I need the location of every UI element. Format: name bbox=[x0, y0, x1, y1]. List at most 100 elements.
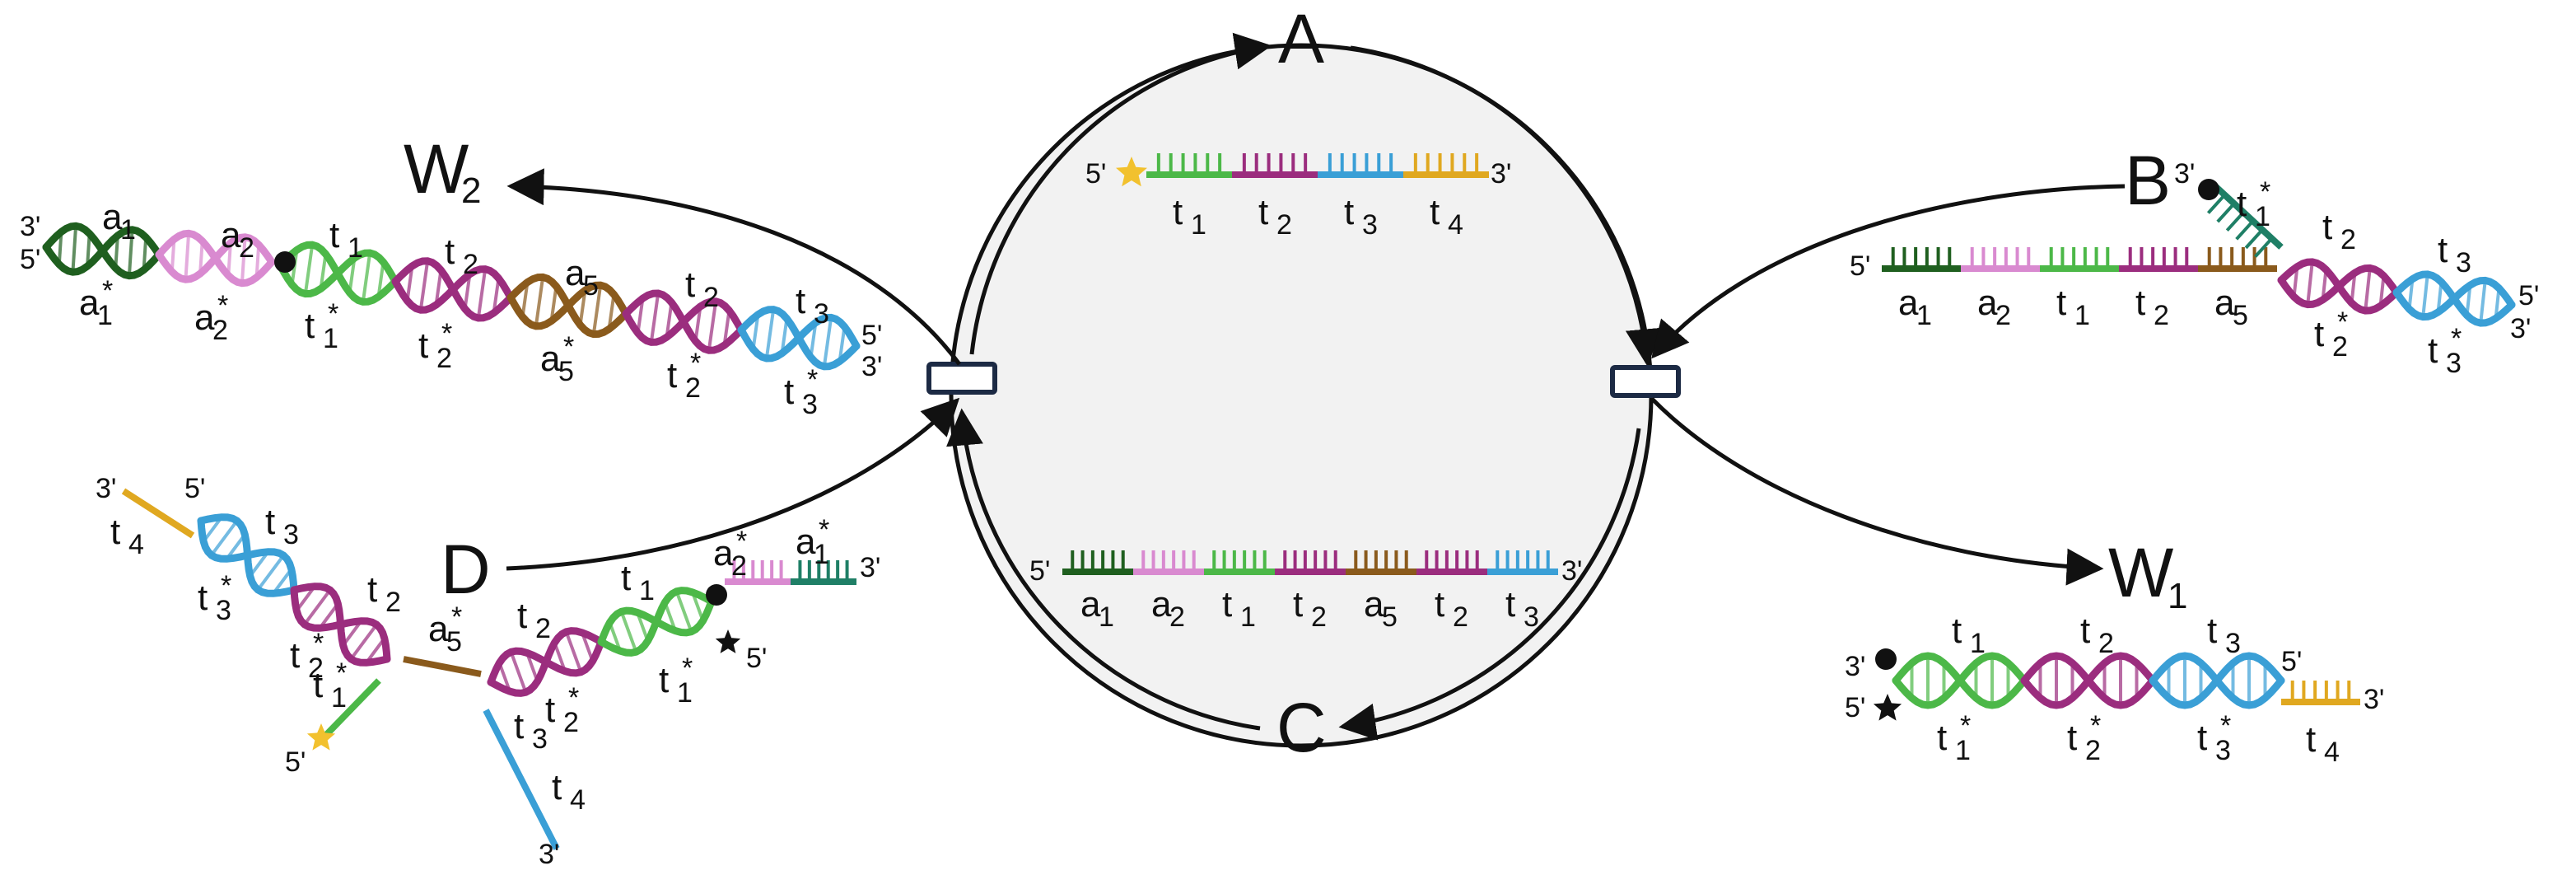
dot-icon-B bbox=[2198, 179, 2219, 200]
svg-text:a: a bbox=[713, 533, 734, 573]
end-3-W1-left: 3' bbox=[1845, 651, 1865, 682]
svg-text:t: t bbox=[796, 281, 805, 321]
strand-A-comb bbox=[1146, 153, 1489, 178]
svg-text:t: t bbox=[1952, 611, 1962, 651]
svg-text:5: 5 bbox=[558, 356, 574, 387]
svg-text:t: t bbox=[198, 578, 208, 618]
rung-t3 bbox=[256, 554, 285, 592]
svg-text:W: W bbox=[2108, 534, 2173, 611]
rung-t2 bbox=[497, 662, 511, 692]
end-3-B-top: 3' bbox=[2174, 158, 2195, 190]
rung-a5 bbox=[578, 290, 587, 325]
svg-text:2: 2 bbox=[461, 171, 481, 211]
reaction-box-right bbox=[1610, 365, 1681, 398]
rung-t1 bbox=[303, 244, 315, 294]
helix-strand-t2 bbox=[487, 638, 605, 686]
arrow-D-to-left bbox=[506, 397, 960, 571]
svg-text:t: t bbox=[1505, 584, 1515, 625]
svg-text:3: 3 bbox=[1362, 209, 1378, 241]
svg-text:*: * bbox=[2451, 323, 2462, 354]
rung-a5 bbox=[607, 294, 616, 330]
dot-icon-W1 bbox=[1875, 648, 1897, 670]
svg-text:1: 1 bbox=[2168, 576, 2187, 616]
end-3-A: 3' bbox=[1491, 158, 1511, 190]
svg-text:2: 2 bbox=[2332, 331, 2348, 363]
arrow-C-to-left bbox=[946, 408, 1261, 731]
rung-a1 bbox=[57, 232, 63, 265]
end-3-D-right: 3' bbox=[860, 552, 880, 583]
svg-text:*: * bbox=[819, 514, 829, 545]
svg-text:t: t bbox=[2207, 611, 2217, 651]
node-C: C bbox=[1276, 689, 1327, 766]
complex-B-helix bbox=[2277, 258, 2516, 327]
svg-text:1: 1 bbox=[1916, 300, 1932, 331]
label-W2-a2star: a2* bbox=[194, 290, 228, 346]
rung-a2 bbox=[240, 236, 247, 283]
svg-text:a: a bbox=[1898, 283, 1919, 323]
arrow-to-W2 bbox=[506, 168, 962, 366]
star-icon-black-D bbox=[715, 629, 741, 653]
rung-t2 bbox=[581, 632, 595, 662]
svg-text:*: * bbox=[102, 275, 113, 306]
rung-t1 bbox=[608, 621, 622, 652]
dot-icon-D bbox=[706, 584, 727, 606]
rung-t2 bbox=[349, 623, 378, 661]
arrow-to-A bbox=[969, 32, 1272, 355]
svg-text:W: W bbox=[404, 130, 469, 208]
label-B-a1: a1 bbox=[1898, 283, 1932, 331]
strand-C-comb bbox=[1062, 550, 1558, 575]
tooth-t1star bbox=[2225, 211, 2245, 232]
label-D-a1star: a1* bbox=[796, 514, 829, 570]
rung-t2 bbox=[2378, 275, 2386, 306]
svg-text:1: 1 bbox=[1240, 601, 1256, 633]
helix-strand-t2 bbox=[391, 257, 515, 322]
tooth-t1star bbox=[2216, 202, 2236, 223]
svg-text:1: 1 bbox=[323, 323, 338, 354]
rung-t2 bbox=[636, 297, 645, 334]
svg-text:4: 4 bbox=[128, 529, 144, 560]
helix-strand-t3 bbox=[2149, 652, 2285, 709]
rung-t2 bbox=[707, 301, 718, 351]
segment-t1star-overhang bbox=[2213, 184, 2284, 250]
complex-W1-t4-comb bbox=[2281, 681, 2360, 705]
svg-text:*: * bbox=[221, 570, 231, 601]
tooth-t1star bbox=[2254, 237, 2274, 258]
label-C-a2: a2 bbox=[1151, 584, 1185, 633]
rung-t1 bbox=[319, 254, 328, 289]
svg-text:5: 5 bbox=[1382, 601, 1398, 633]
svg-text:*: * bbox=[563, 331, 574, 363]
svg-text:2: 2 bbox=[1311, 601, 1327, 633]
svg-text:1: 1 bbox=[1191, 209, 1206, 241]
rung-t1 bbox=[663, 601, 677, 632]
svg-text:*: * bbox=[2220, 710, 2231, 742]
end-5-W1-right: 5' bbox=[2281, 646, 2302, 677]
svg-text:t: t bbox=[2197, 718, 2207, 758]
svg-text:t: t bbox=[1173, 192, 1183, 232]
helix-strand-t3 bbox=[197, 513, 298, 597]
label-W2-a1: a1 bbox=[102, 197, 136, 246]
svg-text:a: a bbox=[1151, 584, 1172, 625]
complex-D-helix-left bbox=[197, 513, 391, 667]
end-3-C: 3' bbox=[1561, 555, 1582, 587]
rung-a1 bbox=[127, 229, 134, 276]
svg-text:2: 2 bbox=[385, 587, 401, 618]
rung-a1 bbox=[86, 233, 91, 267]
svg-text:4: 4 bbox=[1448, 209, 1463, 241]
svg-text:t: t bbox=[1344, 192, 1354, 232]
node-W2: W 2 bbox=[404, 130, 481, 211]
